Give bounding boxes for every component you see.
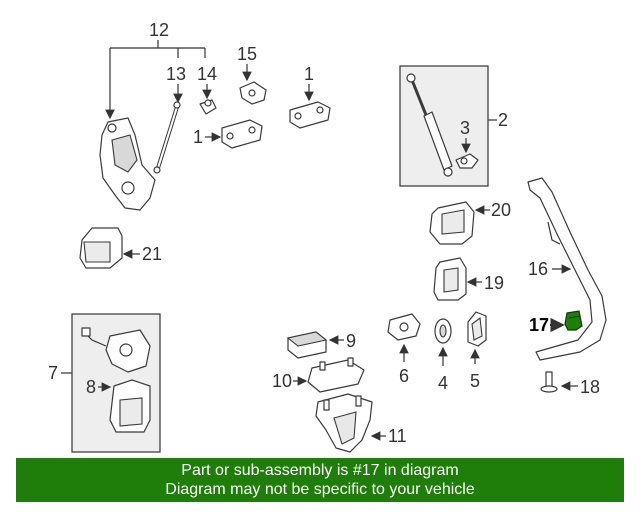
callout-2: 2 <box>498 110 508 130</box>
callout-15: 15 <box>237 44 257 64</box>
part-13-rod[interactable] <box>153 101 181 174</box>
callout-3: 3 <box>460 118 470 138</box>
callout-group-6: 6 <box>399 343 409 386</box>
callout-11: 11 <box>388 426 407 446</box>
callout-9: 9 <box>346 331 356 351</box>
callout-12: 12 <box>149 20 169 40</box>
part-8-housing[interactable] <box>109 379 151 433</box>
callout-17: 17 <box>529 315 549 335</box>
callout-13: 13 <box>166 64 186 84</box>
part-14-clip[interactable] <box>199 99 217 115</box>
part-10-plate[interactable] <box>307 357 365 393</box>
info-banner: Part or sub-assembly is #17 in diagram D… <box>16 458 624 502</box>
callout-1-top: 1 <box>304 64 314 84</box>
part-15-bracket[interactable] <box>239 81 267 105</box>
part-21-cover[interactable] <box>79 227 123 269</box>
callout-group-20: 20 <box>474 200 511 220</box>
callout-group-18: 18 <box>560 377 600 397</box>
callout-group-10: 10 <box>272 371 308 391</box>
part-11-lock-base[interactable] <box>315 393 373 453</box>
callout-18: 18 <box>580 377 600 397</box>
callout-group-1a: 1 <box>304 64 314 102</box>
callout-group-11: 11 <box>370 426 407 446</box>
part-2-gas-strut[interactable] <box>406 73 453 177</box>
callout-group-5: 5 <box>470 348 480 391</box>
part-1-sensor-left[interactable] <box>221 119 263 149</box>
callout-group-16: 16 <box>528 259 572 279</box>
part-3-ball-stud[interactable] <box>455 153 479 169</box>
part-1-sensor-top[interactable] <box>289 101 331 129</box>
part-17-clip-highlighted[interactable] <box>564 310 583 331</box>
callout-group-21: 21 <box>122 244 162 264</box>
callout-1-left: 1 <box>193 127 203 147</box>
callout-21: 21 <box>142 244 162 264</box>
part-12-latch-actuator[interactable] <box>99 117 156 211</box>
callout-group-19: 19 <box>466 273 504 293</box>
callout-5: 5 <box>470 371 480 391</box>
callout-20: 20 <box>491 200 511 220</box>
callout-group-7: 7 <box>48 363 72 383</box>
part-9-pad[interactable] <box>286 331 328 359</box>
callout-group-17: 17 <box>529 315 565 335</box>
callout-group-4: 4 <box>438 346 448 393</box>
parts-diagram: 12 13 14 15 1 1 <box>48 20 607 453</box>
callout-14: 14 <box>197 64 217 84</box>
part-4-grommet[interactable] <box>434 318 452 344</box>
part-19-stopper[interactable] <box>433 257 467 301</box>
callout-group-3: 3 <box>460 118 471 154</box>
banner-line-1: Part or sub-assembly is #17 in diagram <box>181 462 459 479</box>
banner-line-2: Diagram may not be specific to your vehi… <box>165 481 475 498</box>
part-6-bracket[interactable] <box>387 313 421 341</box>
callout-4: 4 <box>438 373 448 393</box>
part-16-bracket[interactable] <box>527 177 607 361</box>
part-7-motor-assembly[interactable] <box>81 327 151 373</box>
callout-group-8: 8 <box>86 377 112 397</box>
part-18-bolt[interactable] <box>540 371 558 393</box>
callout-19: 19 <box>484 273 504 293</box>
part-5-cap[interactable] <box>467 311 487 347</box>
callout-7: 7 <box>48 363 58 383</box>
callout-16: 16 <box>528 259 548 279</box>
callout-group-15: 15 <box>237 44 257 82</box>
callout-group-2: 2 <box>488 110 508 130</box>
callout-group-12: 12 13 14 <box>105 20 217 120</box>
part-20-bumper[interactable] <box>429 201 475 245</box>
callout-6: 6 <box>399 366 409 386</box>
callout-group-1b: 1 <box>193 127 222 147</box>
callout-10: 10 <box>272 371 292 391</box>
callout-8: 8 <box>86 377 96 397</box>
callout-group-9: 9 <box>328 331 356 351</box>
